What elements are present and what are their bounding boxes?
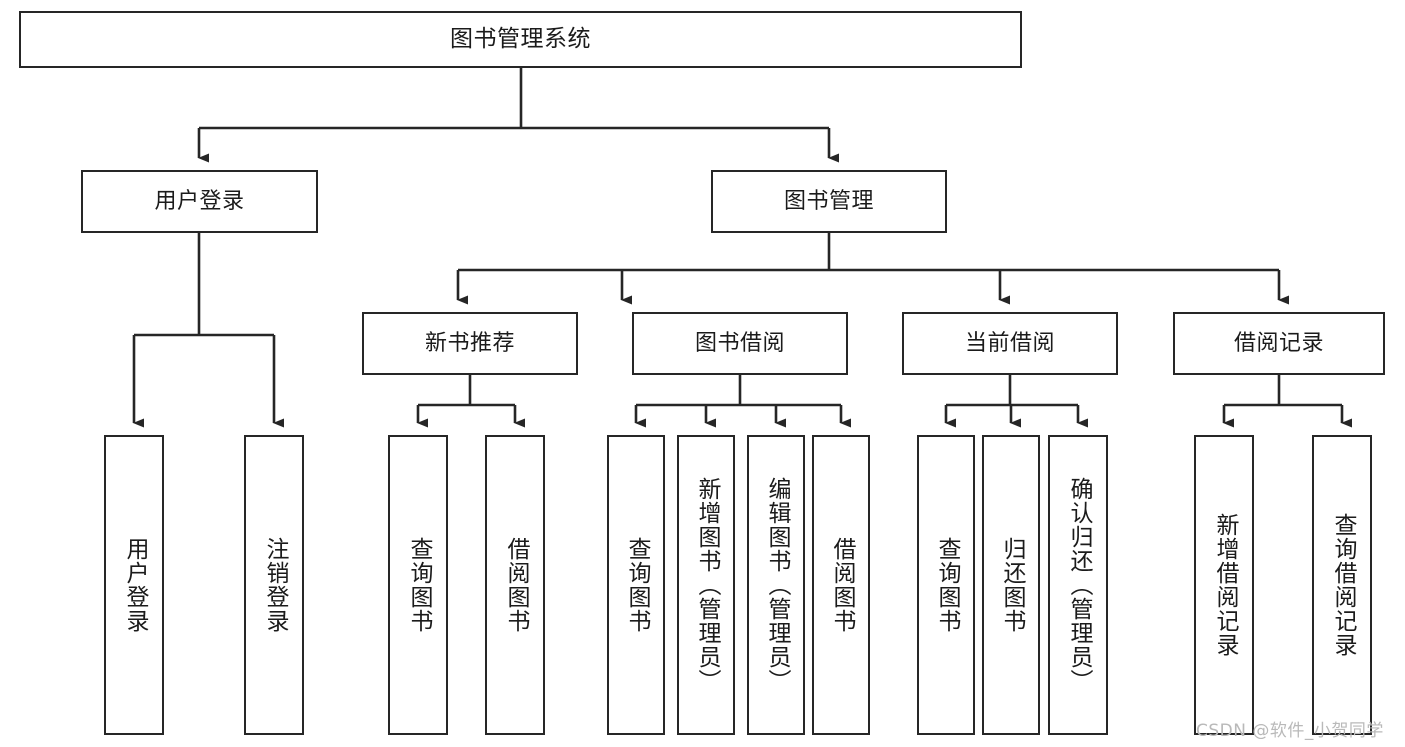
node-current-borrow-label: 当前借阅 xyxy=(964,330,1055,356)
leaf-add-book-label: 新增图书（管理员） xyxy=(693,477,720,693)
node-new-book-recommend-label: 新书推荐 xyxy=(424,330,515,356)
node-book-manage[interactable]: 图书管理 xyxy=(711,170,947,233)
node-borrow-record[interactable]: 借阅记录 xyxy=(1173,312,1385,375)
node-current-borrow[interactable]: 当前借阅 xyxy=(902,312,1118,375)
leaf-add-borrow-record-label: 新增借阅记录 xyxy=(1211,513,1238,657)
leaf-edit-book-label: 编辑图书（管理员） xyxy=(763,477,790,693)
leaf-borrow-book[interactable]: 借阅图书 xyxy=(812,435,870,735)
leaf-query-book-current[interactable]: 查询图书 xyxy=(917,435,975,735)
node-user-login[interactable]: 用户登录 xyxy=(81,170,318,233)
node-book-borrow[interactable]: 图书借阅 xyxy=(632,312,848,375)
leaf-return-book-label: 归还图书 xyxy=(998,537,1025,633)
leaf-borrow-book-recommend-label: 借阅图书 xyxy=(502,537,529,633)
leaf-query-book-recommend-label: 查询图书 xyxy=(405,537,432,633)
leaf-confirm-return[interactable]: 确认归还（管理员） xyxy=(1048,435,1108,735)
leaf-query-borrow-record[interactable]: 查询借阅记录 xyxy=(1312,435,1372,735)
node-borrow-record-label: 借阅记录 xyxy=(1233,330,1324,356)
leaf-query-book-recommend[interactable]: 查询图书 xyxy=(388,435,448,735)
leaf-query-book-borrow[interactable]: 查询图书 xyxy=(607,435,665,735)
leaf-query-book-current-label: 查询图书 xyxy=(933,537,960,633)
node-book-manage-label: 图书管理 xyxy=(783,188,874,214)
leaf-user-login[interactable]: 用户登录 xyxy=(104,435,164,735)
leaf-return-book[interactable]: 归还图书 xyxy=(982,435,1040,735)
node-user-login-label: 用户登录 xyxy=(154,188,245,214)
leaf-logout[interactable]: 注销登录 xyxy=(244,435,304,735)
leaf-query-borrow-record-label: 查询借阅记录 xyxy=(1329,513,1356,657)
leaf-confirm-return-label: 确认归还（管理员） xyxy=(1065,477,1092,693)
leaf-user-login-label: 用户登录 xyxy=(121,537,148,633)
leaf-borrow-book-label: 借阅图书 xyxy=(828,537,855,633)
node-root-label: 图书管理系统 xyxy=(450,26,591,53)
leaf-query-book-borrow-label: 查询图书 xyxy=(623,537,650,633)
leaf-logout-label: 注销登录 xyxy=(261,537,288,633)
node-new-book-recommend[interactable]: 新书推荐 xyxy=(362,312,578,375)
node-book-borrow-label: 图书借阅 xyxy=(694,330,785,356)
node-root[interactable]: 图书管理系统 xyxy=(19,11,1022,68)
watermark: CSDN @软件_小贺同学 xyxy=(1196,721,1384,741)
leaf-borrow-book-recommend[interactable]: 借阅图书 xyxy=(485,435,545,735)
leaf-edit-book[interactable]: 编辑图书（管理员） xyxy=(747,435,805,735)
leaf-add-book[interactable]: 新增图书（管理员） xyxy=(677,435,735,735)
leaf-add-borrow-record[interactable]: 新增借阅记录 xyxy=(1194,435,1254,735)
